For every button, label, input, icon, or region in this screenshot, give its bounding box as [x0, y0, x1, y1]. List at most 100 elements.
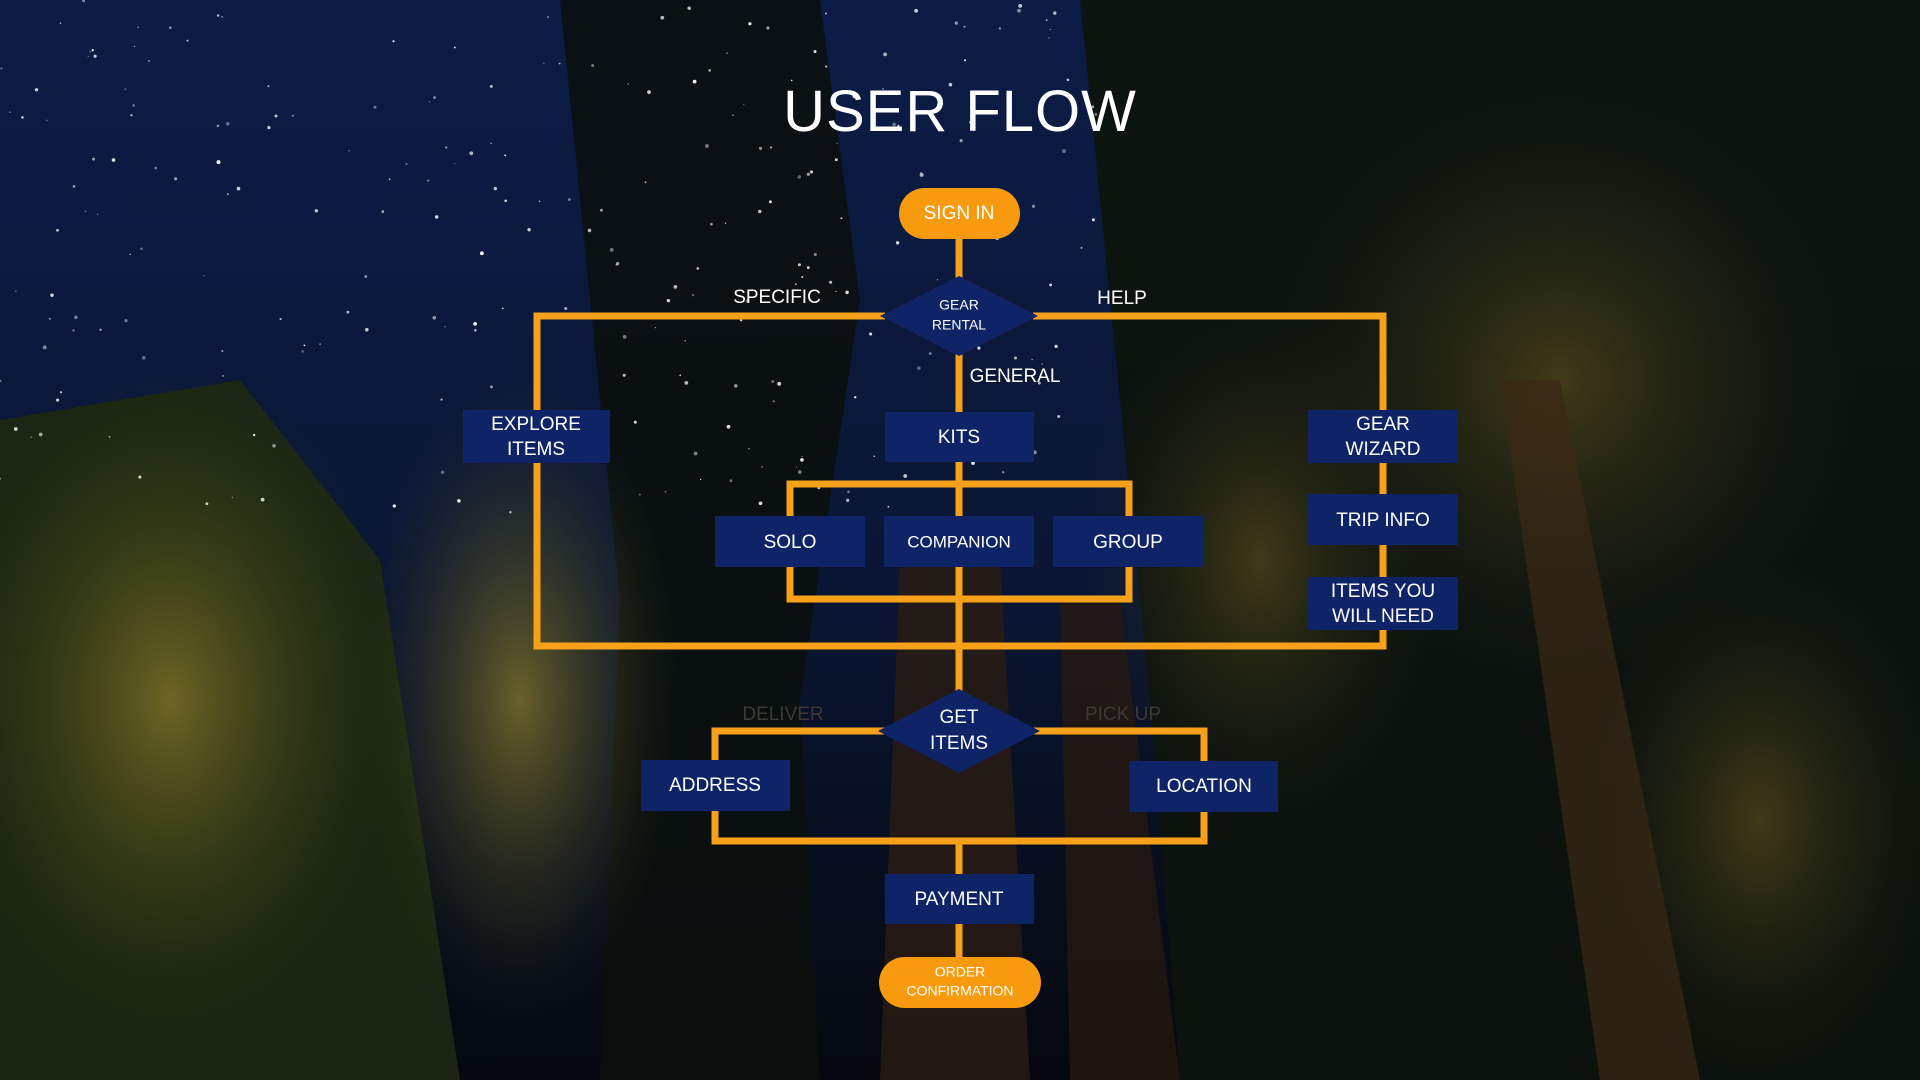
star — [292, 114, 294, 117]
star — [473, 328, 477, 332]
star — [616, 261, 620, 266]
star — [835, 290, 837, 293]
items-you-will-need-node: ITEMS YOU WILL NEED — [1308, 577, 1458, 630]
star — [679, 374, 682, 377]
star — [147, 59, 151, 63]
star — [133, 45, 136, 48]
star — [13, 427, 18, 431]
star — [272, 444, 276, 448]
get-items-label-line2: ITEMS — [930, 733, 988, 754]
star — [140, 247, 143, 251]
star — [9, 111, 11, 113]
trip-info-label: TRIP INFO — [1336, 510, 1430, 531]
star — [132, 104, 135, 107]
explore-items-label-line2: ITEMS — [507, 439, 565, 460]
star — [693, 451, 698, 456]
star — [527, 228, 531, 232]
star — [704, 144, 709, 148]
star — [346, 310, 350, 314]
star — [59, 391, 63, 394]
star — [1080, 246, 1083, 249]
star — [1049, 28, 1052, 31]
star — [852, 94, 856, 99]
location-label: LOCATION — [1156, 776, 1252, 797]
star — [599, 208, 603, 212]
star — [504, 199, 508, 203]
solo-node: SOLO — [715, 516, 865, 567]
star — [977, 346, 981, 350]
star — [141, 355, 146, 360]
star — [1038, 381, 1041, 385]
star — [137, 26, 139, 28]
edge-label-pick-up: PICK UP — [1085, 704, 1161, 725]
star — [771, 380, 775, 383]
star — [647, 90, 651, 94]
star — [813, 49, 817, 54]
star — [124, 319, 128, 323]
star — [130, 114, 133, 117]
trip-info-node: TRIP INFO — [1308, 494, 1458, 545]
star — [0, 477, 2, 480]
star — [845, 290, 849, 295]
star — [564, 307, 568, 310]
star — [279, 317, 282, 321]
star — [405, 162, 408, 166]
location-node: LOCATION — [1129, 761, 1278, 812]
star — [15, 290, 17, 292]
star — [82, 0, 86, 3]
star — [108, 435, 111, 438]
kits-node: KITS — [885, 412, 1034, 462]
star — [509, 510, 512, 514]
star — [954, 21, 959, 25]
star — [111, 158, 116, 162]
star — [216, 14, 220, 17]
star — [433, 96, 437, 99]
star — [0, 379, 2, 383]
star — [836, 142, 838, 144]
star — [38, 432, 43, 437]
payment-label: PAYMENT — [914, 889, 1003, 910]
star — [743, 103, 745, 106]
star — [558, 62, 561, 65]
star — [301, 350, 304, 353]
star — [777, 381, 782, 386]
address-node: ADDRESS — [641, 760, 790, 811]
star — [457, 499, 461, 503]
star — [1045, 19, 1048, 21]
star — [303, 344, 306, 347]
star — [274, 114, 278, 118]
star — [869, 332, 873, 336]
star — [72, 329, 75, 332]
star — [154, 166, 157, 170]
star — [790, 79, 793, 82]
star — [806, 266, 810, 270]
star — [998, 27, 1002, 30]
gear-rental-decision: GEAR RENTAL — [880, 276, 1038, 356]
star — [834, 158, 838, 162]
star — [768, 200, 772, 204]
star — [829, 280, 833, 284]
star — [226, 122, 230, 126]
star — [21, 116, 24, 119]
address-label: ADDRESS — [669, 775, 761, 796]
star — [797, 175, 801, 179]
star — [919, 172, 924, 177]
star — [221, 350, 224, 352]
star — [800, 458, 804, 462]
star — [795, 466, 798, 468]
star — [72, 185, 76, 188]
star — [45, 119, 48, 122]
star — [948, 82, 953, 87]
edge-label-specific: SPECIFIC — [733, 287, 821, 308]
star — [169, 26, 172, 29]
star — [766, 26, 770, 30]
star — [267, 84, 270, 88]
star — [236, 186, 241, 191]
star — [216, 124, 220, 128]
star — [696, 267, 700, 270]
star — [1091, 218, 1095, 222]
star — [489, 385, 493, 389]
connector-specific-branch — [533, 312, 959, 650]
star — [42, 345, 47, 350]
star — [74, 315, 78, 320]
